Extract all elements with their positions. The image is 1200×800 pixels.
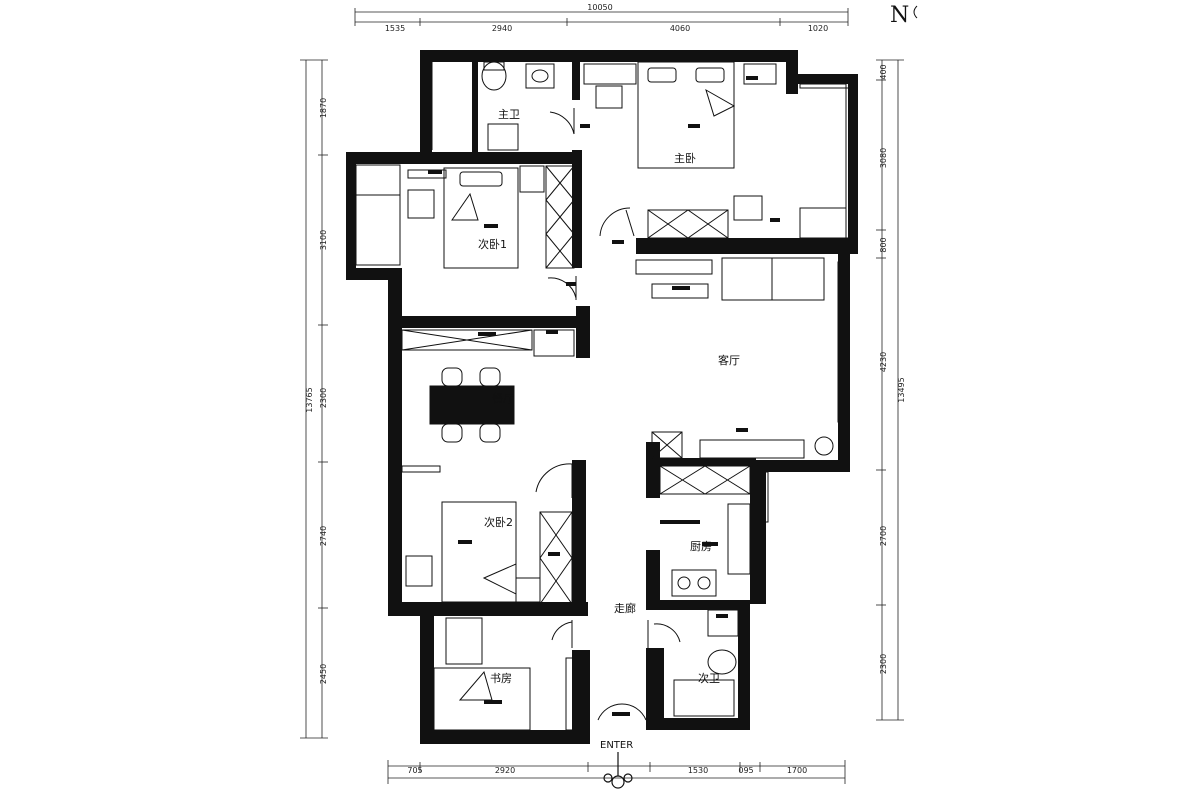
top-dimension-3: 4060 [670, 24, 690, 33]
left-dimension-5: 2450 [319, 664, 328, 684]
doors [535, 108, 681, 721]
bottom-dimension-lines [387, 760, 846, 784]
right-dimension-2: 3080 [879, 148, 888, 168]
top-dimension-lines [354, 8, 849, 26]
furniture [401, 61, 847, 731]
room-label-master-bath: 主卫 [498, 108, 520, 121]
room-label-living-room: 客厅 [718, 353, 740, 367]
left-dimension-2: 3100 [319, 230, 328, 250]
room-label-kitchen: 厨房 [690, 540, 712, 553]
room-label-corridor: 走廊 [614, 601, 636, 615]
left-dimension-lines [300, 59, 328, 739]
bottom-dimension-1: 705 [407, 766, 422, 775]
room-label-master-bedroom: 主卧 [674, 152, 696, 165]
room-label-second-bedroom-1: 次卧1 [478, 237, 507, 251]
room-label-study: 书房 [490, 672, 512, 685]
right-dimension-6: 2300 [879, 654, 888, 674]
left-dimension-4: 2740 [319, 526, 328, 546]
bottom-dimension-2: 2920 [495, 766, 515, 775]
left-total-dimension: 13765 [305, 387, 314, 412]
room-label-dining-room: 餐厅 [492, 391, 514, 405]
right-dimension-1: 400 [879, 64, 888, 79]
bottom-dimension-3: 1530 [688, 766, 708, 775]
entrance-label: ENTER [600, 740, 633, 751]
bottom-dimension-5: 1700 [787, 766, 807, 775]
exterior-walls [346, 50, 858, 744]
right-dimension-4: 4230 [879, 352, 888, 372]
annotation-tags [428, 76, 780, 716]
north-label: N [890, 3, 909, 28]
windows [355, 62, 851, 591]
north-arrow-icon [913, 5, 918, 19]
right-dimension-lines [876, 59, 904, 721]
top-dimension-4: 1020 [808, 24, 828, 33]
left-dimension-1: 1870 [319, 98, 328, 118]
right-dimension-3: 800 [879, 237, 888, 252]
right-dimension-5: 2700 [879, 526, 888, 546]
room-label-second-bedroom-2: 次卧2 [484, 515, 513, 529]
left-dimension-3: 2300 [319, 388, 328, 408]
top-dimension-1: 1535 [385, 24, 405, 33]
top-dimension-2: 2940 [492, 24, 512, 33]
right-total-dimension: 13495 [897, 377, 906, 402]
entrance-marker-icon [603, 752, 633, 789]
top-total-dimension: 10050 [587, 3, 612, 12]
room-label-second-bath: 次卫 [698, 671, 720, 685]
bottom-dimension-4: 095 [738, 766, 753, 775]
